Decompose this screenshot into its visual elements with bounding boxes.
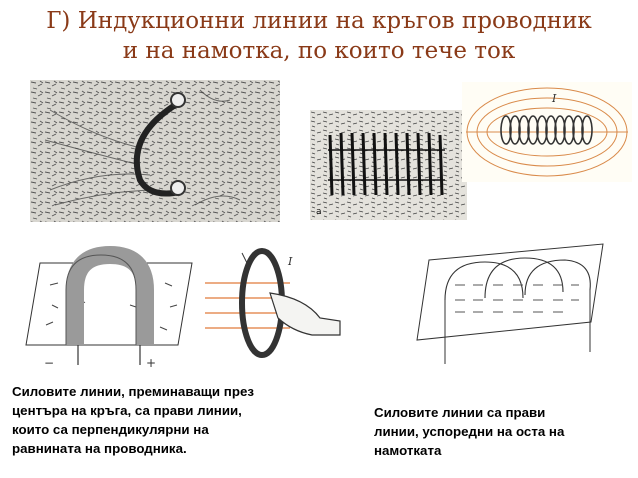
coil-field-diagram: I [462,82,632,182]
left-caption-line: които са перпендикулярни на [12,422,209,437]
photo-corner-label: а [316,207,322,217]
minus-terminal: − [44,356,54,370]
ring-filings-photo [30,80,280,222]
ring-right-hand-diagram: I [205,248,341,358]
slide-title: Г) Индукционни линии на кръгов проводник… [0,6,638,66]
title-line-2: и на намотка, по които тече ток [122,38,516,64]
left-caption: Силовите линии, преминаващи през центъра… [12,382,254,458]
right-caption-line: намотката [374,443,442,458]
horseshoe-conductor-diagram: − + [25,245,193,370]
right-caption-line: Силовите линии са прави [374,405,546,420]
right-caption-line: линии, успоредни на оста на [374,424,565,439]
right-caption: Силовите линии са прави линии, успоредни… [374,403,564,460]
title-line-1: Г) Индукционни линии на кръгов проводник [46,8,592,34]
plus-terminal: + [146,356,156,370]
coil-filings-photo: а [310,110,467,220]
left-caption-line: равнината на проводника. [12,441,187,456]
left-caption-line: центъра на кръга, са прави линии, [12,403,242,418]
coil-plane-diagram [416,243,604,364]
coil-current-label: I [551,92,557,105]
ring-current-label: I [287,255,293,268]
left-caption-line: Силовите линии, преминаващи през [12,384,254,399]
